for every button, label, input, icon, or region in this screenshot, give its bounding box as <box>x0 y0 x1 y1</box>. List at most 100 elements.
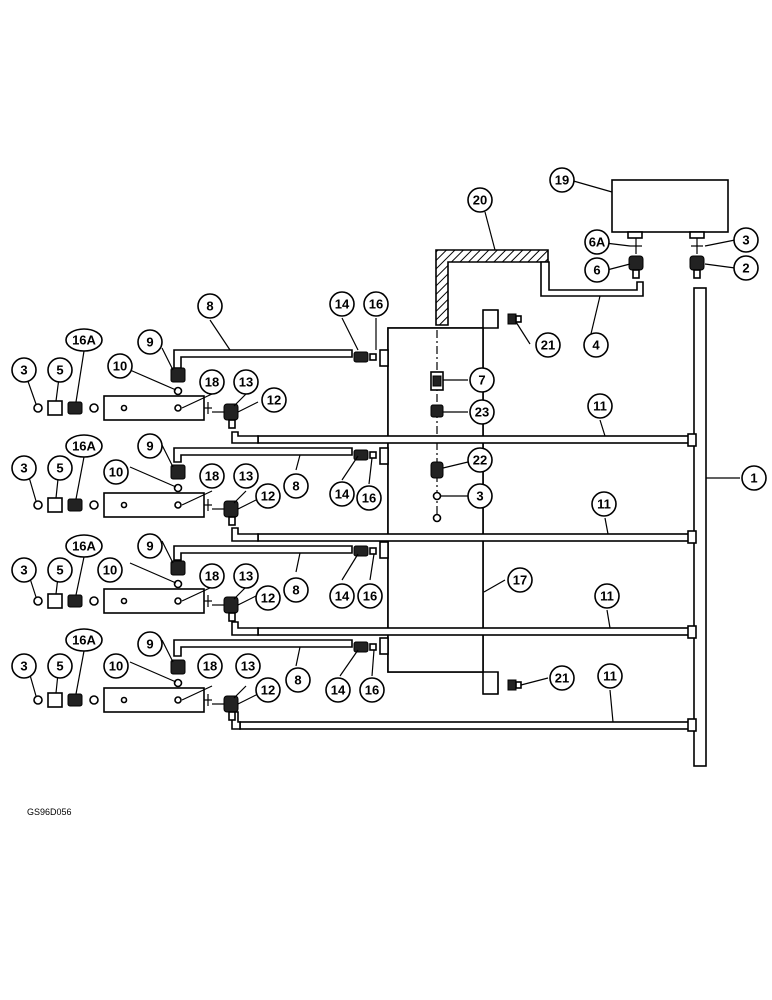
svg-text:5: 5 <box>56 563 63 578</box>
pipe-11-c <box>257 627 691 636</box>
svg-text:5: 5 <box>56 363 63 378</box>
callout-11: 11 <box>587 393 613 419</box>
svg-text:21: 21 <box>555 671 569 686</box>
callout-7: 7 <box>469 367 495 393</box>
svg-text:2: 2 <box>742 261 749 276</box>
fitting-14-c <box>353 545 377 557</box>
callout-13: 13 <box>233 463 259 489</box>
callout-1: 1 <box>741 465 767 491</box>
callout-18: 18 <box>199 369 225 395</box>
hatched-pipe-20 <box>435 249 549 326</box>
pipe-11-b <box>257 533 691 542</box>
callout-16: 16 <box>357 583 383 609</box>
svg-text:11: 11 <box>597 497 611 512</box>
callout-3: 3 <box>11 455 37 481</box>
svg-text:8: 8 <box>292 583 299 598</box>
callout-13: 13 <box>235 653 261 679</box>
svg-text:16: 16 <box>362 491 376 506</box>
callout-9: 9 <box>137 329 163 355</box>
svg-text:21: 21 <box>541 338 555 353</box>
svg-text:18: 18 <box>205 469 219 484</box>
svg-text:6A: 6A <box>589 235 606 250</box>
callout-9: 9 <box>137 631 163 657</box>
callout-5: 5 <box>47 653 73 679</box>
svg-text:5: 5 <box>56 659 63 674</box>
svg-text:11: 11 <box>593 399 607 414</box>
callout-3: 3 <box>733 227 759 253</box>
callout-18: 18 <box>199 563 225 589</box>
callout-4: 4 <box>583 332 609 358</box>
fitting-14-d <box>353 641 377 653</box>
callout-5: 5 <box>47 557 73 583</box>
fitting-9 <box>170 560 186 576</box>
cylinder-row <box>33 367 239 429</box>
svg-text:16: 16 <box>363 589 377 604</box>
callout-9: 9 <box>137 533 163 559</box>
callout-21: 21 <box>549 665 575 691</box>
svg-text:12: 12 <box>261 591 275 606</box>
callout-16a: 16A <box>65 434 103 458</box>
reservoir-port-right <box>689 231 705 239</box>
fitting-14-a <box>353 351 377 363</box>
fitting-14-b <box>353 449 377 461</box>
svg-text:4: 4 <box>592 338 600 353</box>
callout-22: 22 <box>467 447 493 473</box>
pipe-11-d <box>239 721 691 730</box>
svg-text:16A: 16A <box>72 539 96 554</box>
callout-6a: 6A <box>584 229 610 255</box>
pipe-8-d <box>173 639 353 657</box>
callout-8: 8 <box>283 577 309 603</box>
svg-text:9: 9 <box>146 439 153 454</box>
pipe-11-a <box>257 435 691 444</box>
fitting-12 <box>223 403 239 421</box>
svg-text:8: 8 <box>206 299 213 314</box>
callout-6: 6 <box>584 257 610 283</box>
cylinder-18 <box>103 395 205 421</box>
fitting-7 <box>430 371 444 391</box>
callout-16a: 16A <box>65 328 103 352</box>
svg-text:17: 17 <box>513 573 527 588</box>
svg-text:12: 12 <box>261 683 275 698</box>
callout-14: 14 <box>329 583 355 609</box>
callout-21: 21 <box>535 332 561 358</box>
cylinder-18 <box>103 687 205 713</box>
callout-11: 11 <box>594 583 620 609</box>
pipe-8-c <box>173 545 353 561</box>
svg-text:10: 10 <box>109 659 123 674</box>
reservoir-box <box>611 179 729 233</box>
svg-text:14: 14 <box>331 683 346 698</box>
callout-8: 8 <box>283 473 309 499</box>
svg-text:16: 16 <box>365 683 379 698</box>
svg-text:5: 5 <box>56 461 63 476</box>
callout-13: 13 <box>233 563 259 589</box>
svg-text:1: 1 <box>750 471 757 486</box>
callout-8: 8 <box>197 293 223 319</box>
callout-19: 19 <box>549 167 575 193</box>
svg-text:16A: 16A <box>72 633 96 648</box>
svg-text:20: 20 <box>473 193 487 208</box>
callout-14: 14 <box>329 291 355 317</box>
cylinder-18 <box>103 588 205 614</box>
svg-text:10: 10 <box>109 465 123 480</box>
callout-16: 16 <box>363 291 389 317</box>
cylinder-18 <box>103 492 205 518</box>
svg-text:13: 13 <box>239 375 253 390</box>
fitting-12 <box>223 695 239 713</box>
callout-14: 14 <box>325 677 351 703</box>
cylinder-rows <box>33 367 239 721</box>
fitting-12 <box>223 500 239 518</box>
fitting-22 <box>430 461 444 479</box>
fitting-23 <box>430 404 444 418</box>
callout-12: 12 <box>255 677 281 703</box>
svg-text:7: 7 <box>478 373 485 388</box>
callout-16: 16 <box>359 677 385 703</box>
callout-16: 16 <box>356 485 382 511</box>
svg-text:3: 3 <box>20 659 27 674</box>
callout-12: 12 <box>255 585 281 611</box>
callout-3: 3 <box>467 483 493 509</box>
callout-5: 5 <box>47 357 73 383</box>
callout-20: 20 <box>467 187 493 213</box>
svg-text:3: 3 <box>476 489 483 504</box>
callout-11: 11 <box>591 491 617 517</box>
